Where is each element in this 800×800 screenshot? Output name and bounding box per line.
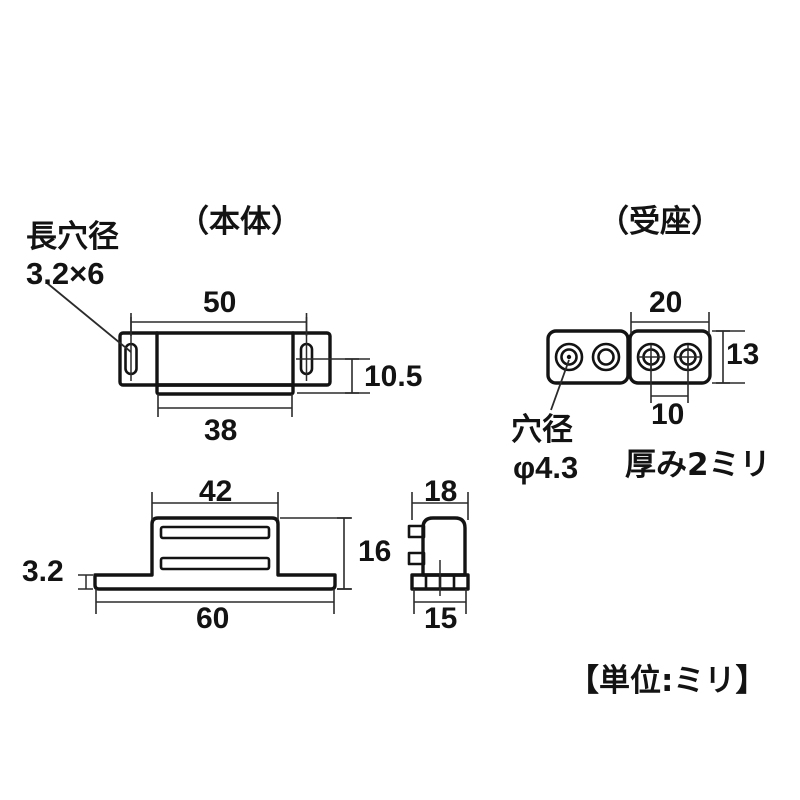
dimension-42 [151,492,279,520]
dimension-16-text: 16 [358,535,392,568]
receiver-right-plate [628,329,712,385]
dimension-3point2 [78,574,93,590]
receiver-left-plate [546,329,630,385]
dimension-50-text: 50 [203,286,237,319]
body-top-view [118,317,332,396]
slot-hole-label-line1: 長穴径 [26,219,119,255]
dimension-10point5 [297,358,370,394]
dimension-10-text: 10 [651,398,685,431]
unit-note: 【単位:ミリ】 [568,663,767,699]
hole-dia-label-line2: φ4.3 [513,450,579,485]
dimension-3point2-text: 3.2 [22,555,64,588]
slot-hole-label-line2: 3.2×6 [26,256,105,291]
body-section-title: （本体） [178,204,302,240]
dimension-13 [712,330,745,384]
dimension-10 [650,357,689,403]
dimension-38 [157,394,293,417]
hole-dia-label-line1: 穴径 [511,412,573,448]
thickness-note: 厚み2ミリ [625,447,771,483]
dimension-10point5-text: 10.5 [364,360,423,393]
body-end-view [407,516,470,596]
dimension-16 [280,517,352,590]
dimension-60 [95,589,335,614]
dimension-18-text: 18 [424,475,458,508]
dimension-60-text: 60 [196,602,230,635]
dimension-38-text: 38 [204,414,238,447]
dimension-18 [411,492,469,520]
dimension-15 [413,589,467,614]
dimension-15-text: 15 [424,602,458,635]
receiver-section-title: （受座） [598,204,722,240]
leader-slot-hole [46,282,132,353]
dimension-42-text: 42 [199,475,233,508]
leader-hole-dia [550,359,570,411]
dimension-13-text: 13 [726,338,760,371]
body-side-view [93,516,337,591]
dimension-20-text: 20 [649,286,683,319]
dimension-20 [630,312,710,334]
dimension-50 [130,313,308,336]
